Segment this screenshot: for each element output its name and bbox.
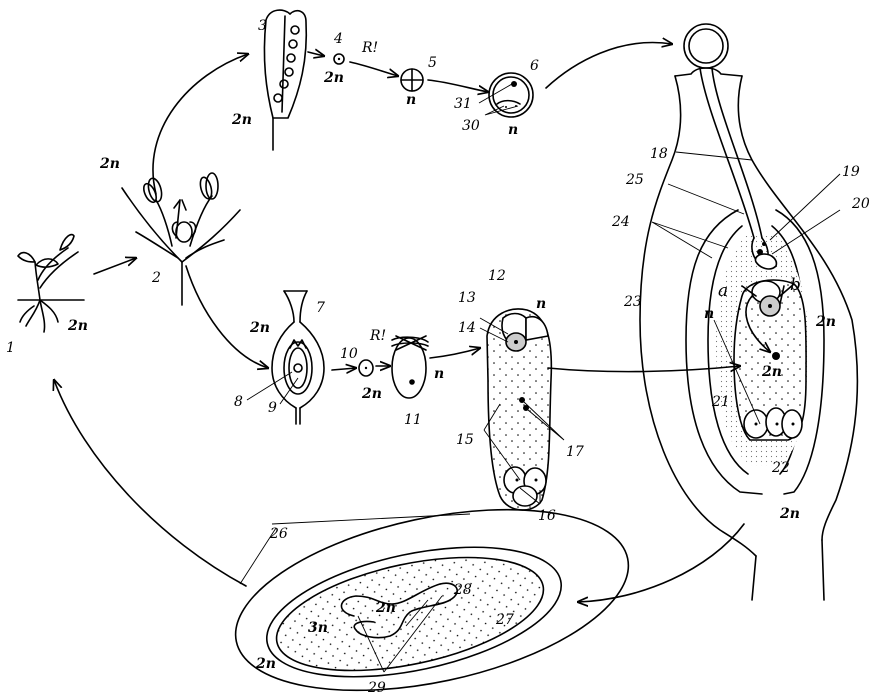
label-9: 9 <box>268 400 277 416</box>
label-15: 15 <box>456 432 474 448</box>
label-8: 8 <box>234 394 243 410</box>
label-23: 23 <box>623 294 642 310</box>
reduction-marker-pollen: R! <box>361 40 378 56</box>
label-14: 14 <box>458 320 476 336</box>
label-24: 24 <box>611 214 630 230</box>
flowering-plant-drawing <box>122 173 240 305</box>
label-10: 10 <box>340 346 358 362</box>
label-16: 16 <box>538 508 556 524</box>
fertilized-ovule-drawing <box>640 24 857 600</box>
label-27: 27 <box>495 612 514 628</box>
label-6: 6 <box>530 58 539 74</box>
ploidy-embryo: 2n <box>375 600 396 616</box>
ploidy-central-cell: 2n <box>761 364 782 380</box>
label-19: 19 <box>842 164 860 180</box>
ploidy-megaspore: n <box>434 366 444 382</box>
anther-drawing <box>264 10 306 150</box>
label-17: 17 <box>566 444 584 460</box>
label-22: 22 <box>771 460 790 476</box>
ploidy-tetrad: n <box>406 92 416 108</box>
ploidy-stalk: 2n <box>779 506 800 522</box>
label-21: 21 <box>711 394 730 410</box>
label-11: 11 <box>404 412 422 428</box>
label-31: 31 <box>454 96 472 112</box>
ploidy-ovary: 2n <box>249 320 270 336</box>
ploidy-megaspore-mother: 2n <box>361 386 382 402</box>
label-12: 12 <box>488 268 506 284</box>
label-2: 2 <box>151 270 161 286</box>
ploidy-pollen: n <box>508 122 518 138</box>
label-7: 7 <box>316 300 325 316</box>
label-29: 29 <box>367 680 386 696</box>
label-20: 20 <box>851 196 870 212</box>
ploidy-anther: 2n <box>231 112 252 128</box>
label-25: 25 <box>625 172 644 188</box>
label-28: 28 <box>453 582 472 598</box>
ploidy-nucellus: 2n <box>815 314 836 330</box>
ploidy-microspore-mother: 2n <box>323 70 344 86</box>
seed-drawing <box>219 478 644 696</box>
label-4: 4 <box>333 31 343 47</box>
ploidy-sac-left: n <box>704 306 714 322</box>
marker-b: b <box>790 275 801 295</box>
ploidy-seed-coat: 2n <box>255 656 276 672</box>
label-26: 26 <box>269 526 288 542</box>
label-1: 1 <box>6 340 15 356</box>
label-3: 3 <box>258 18 267 34</box>
ploidy-embryo-sac: n <box>536 296 546 312</box>
ploidy-endosperm: 3n <box>308 620 328 636</box>
label-5: 5 <box>428 55 437 71</box>
reduction-marker-ovule: R! <box>369 328 386 344</box>
ploidy-seedling: 2n <box>67 318 88 334</box>
ploidy-plant: 2n <box>99 156 120 172</box>
marker-a: a <box>718 281 728 301</box>
label-18: 18 <box>650 146 668 162</box>
label-13: 13 <box>458 290 476 306</box>
label-30: 30 <box>462 118 480 134</box>
